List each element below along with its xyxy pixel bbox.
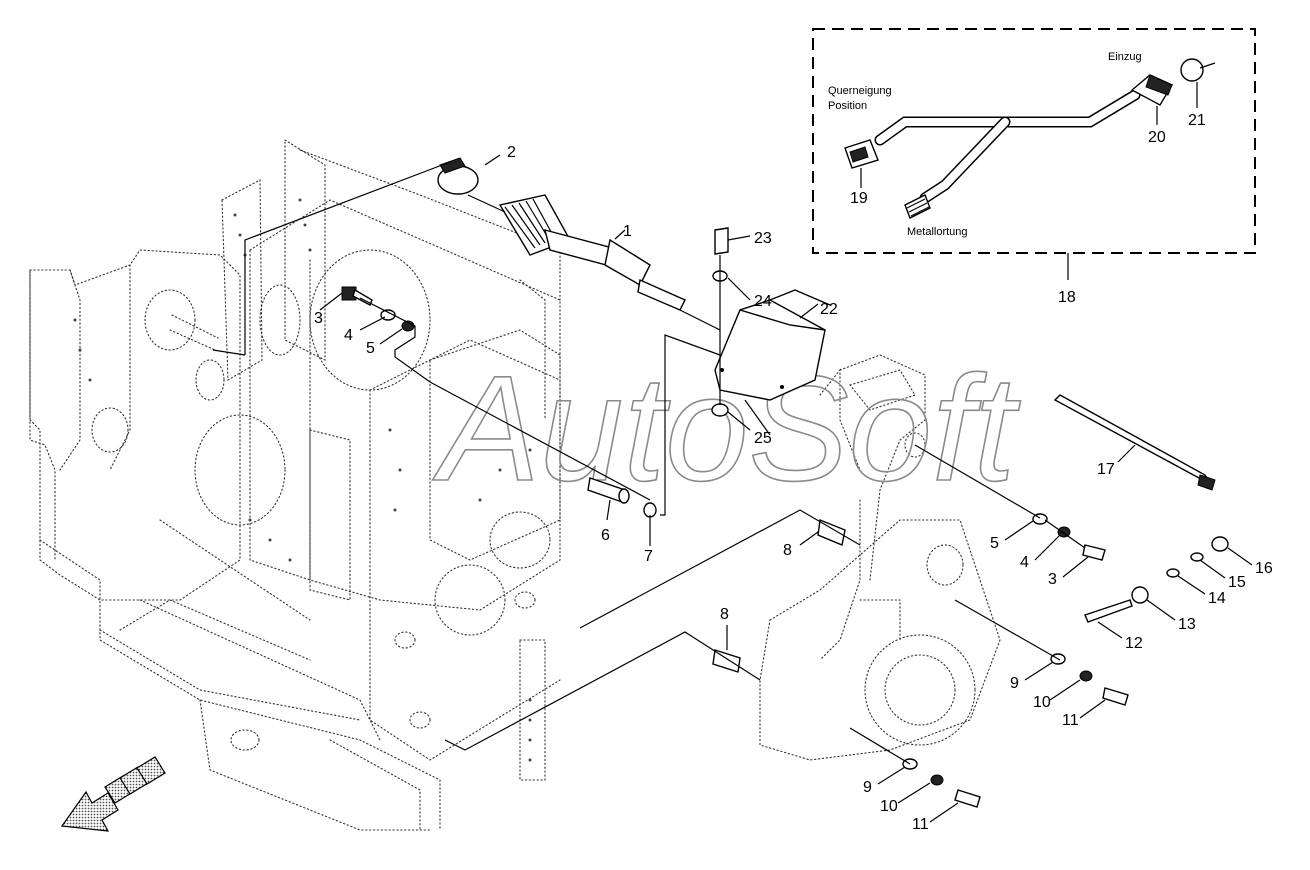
callout-8: 8 <box>783 542 792 559</box>
callout-10: 10 <box>880 798 898 815</box>
label-querneigung: Querneigung <box>828 85 892 97</box>
bolt-washer-set-right <box>1032 513 1106 561</box>
gearbox-assembly <box>759 354 1001 761</box>
callout-3: 3 <box>1048 571 1057 588</box>
cardan-shaft-part <box>498 194 686 311</box>
label-position: Position <box>828 100 867 112</box>
callout-16: 16 <box>1255 560 1273 577</box>
callout-21: 21 <box>1188 112 1206 129</box>
callout-3: 3 <box>314 310 323 327</box>
callout-8: 8 <box>720 606 729 623</box>
clamp-bolt-set <box>1084 536 1229 623</box>
bolt-washer-set-gearbox-upper <box>1050 653 1129 706</box>
callout-7: 7 <box>644 548 653 565</box>
callout-19: 19 <box>850 190 868 207</box>
hose-clamp-part <box>437 157 479 195</box>
bolt-washer-set-gearbox-lower <box>902 758 981 808</box>
callout-leaders <box>319 154 1253 823</box>
callout-14: 14 <box>1208 590 1226 607</box>
callout-4: 4 <box>1020 554 1029 571</box>
callout-1: 1 <box>623 223 632 240</box>
spacer-8-upper <box>817 519 846 546</box>
callout-20: 20 <box>1148 129 1166 146</box>
leader-lines <box>212 161 1086 765</box>
spacer-part <box>587 477 657 518</box>
bolt-washer-set-upper-left <box>341 286 415 332</box>
callout-10: 10 <box>1033 694 1051 711</box>
bracket-part <box>714 289 831 401</box>
label-metallortung: Metallortung <box>907 226 968 238</box>
label-einzug: Einzug <box>1108 51 1142 63</box>
callout-25: 25 <box>754 430 772 447</box>
callout-12: 12 <box>1125 635 1143 652</box>
callout-labels: 1 2 3 4 5 6 7 8 8 9 9 10 10 11 11 12 13 … <box>314 112 1273 833</box>
callout-22: 22 <box>820 301 838 318</box>
callout-4: 4 <box>344 327 353 344</box>
callout-5: 5 <box>990 535 999 552</box>
callout-18: 18 <box>1058 289 1076 306</box>
callout-6: 6 <box>601 527 610 544</box>
callout-24: 24 <box>754 293 772 310</box>
callout-9: 9 <box>1010 675 1019 692</box>
wiring-harness-inset: Einzug Querneigung Position Metallortung <box>812 28 1256 280</box>
main-frame-assembly <box>29 139 561 831</box>
callout-17: 17 <box>1097 461 1115 478</box>
cable-tie-part <box>1053 394 1216 491</box>
callout-11: 11 <box>912 816 929 833</box>
callout-15: 15 <box>1228 574 1246 591</box>
forward-direction-arrow-icon <box>60 756 166 832</box>
callout-9: 9 <box>863 779 872 796</box>
callout-5: 5 <box>366 340 375 357</box>
spacer-8-lower <box>712 649 741 673</box>
callout-11: 11 <box>1062 712 1079 729</box>
callout-2: 2 <box>507 144 516 161</box>
callout-23: 23 <box>754 230 772 247</box>
callout-13: 13 <box>1178 616 1196 633</box>
